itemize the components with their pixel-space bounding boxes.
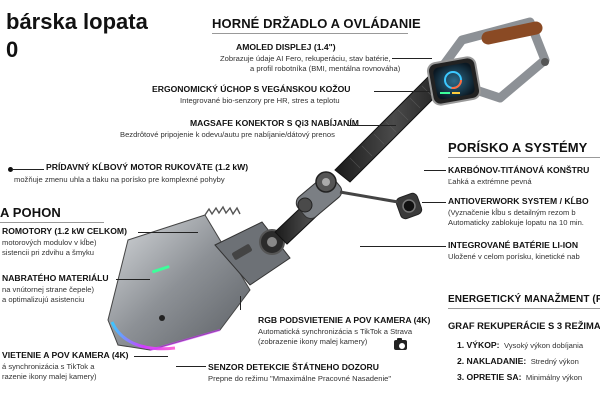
- recuperation-item-label: 2. NAKLADANIE:: [457, 356, 527, 366]
- section-drive-underline: [0, 222, 104, 223]
- recuperation-item-value: Minimálny výkon: [525, 373, 583, 382]
- amoled-leader: [392, 58, 432, 59]
- recuperation-item-label: 3. OPRETIE SA:: [457, 372, 522, 382]
- motor-desc: možňuje zmenu uhla a tlaku na porísko pr…: [14, 175, 225, 184]
- lightcam-desc-2: razenie ikony malej kamery): [2, 372, 97, 381]
- magsafe-heading: MAGSAFE KONEKTOR S Qi3 NABÍJANÍM: [190, 118, 359, 128]
- recuperation-item-3: 3. OPRETIE SA: Minimálny výkon: [457, 367, 582, 385]
- small-camera-icon: [394, 338, 407, 350]
- material-heading: NABRATÉHO MATERIÁLU: [2, 273, 109, 283]
- recuperation-heading: GRAF REKUPERÁCIE S 3 REŽIMA: [448, 320, 600, 331]
- promotory-desc-1: motorových modulov v kĺbe): [2, 238, 97, 247]
- page-title-line1: bárska lopata: [6, 9, 148, 34]
- grip-heading: ERGONOMICKÝ ÚCHOP S VEGÁNSKOU KOŽOU: [152, 84, 351, 94]
- joint-knuckle: [295, 171, 343, 219]
- recuperation-item-label: 1. VÝKOP:: [457, 340, 500, 350]
- amoled-desc-1: Zobrazuje údaje AI Fero, rekuperáciu, st…: [220, 54, 391, 63]
- section-handle-heading: HORNÉ DRŽADLO A OVLÁDANIE: [212, 16, 421, 31]
- section-drive-heading: A POHON: [0, 205, 61, 220]
- section-energy-heading: ENERGETICKÝ MANAŽMENT (FU: [448, 294, 600, 305]
- antioverwork-desc-1: (Vyznačenie kĺbu s detailným rezom b: [448, 208, 576, 217]
- magsafe-desc: Bezdrôtové pripojenie k odevu/autu pre n…: [120, 130, 335, 139]
- material-leader: [116, 279, 150, 280]
- shovel-blade: [107, 205, 251, 351]
- promotory-leader: [138, 232, 198, 233]
- promotory-desc-2: sistencii pri zdvihu a šmyku: [2, 248, 95, 257]
- amoled-display-illustration: [426, 56, 482, 106]
- lightcam-heading: VIETENIE A POV KAMERA (4K): [2, 350, 129, 360]
- material-desc-1: na vnútornej strane čepele): [2, 285, 95, 294]
- grip-leader: [374, 91, 430, 92]
- sensor-leader: [176, 366, 206, 367]
- amoled-heading: AMOLED DISPLEJ (1.4"): [236, 42, 336, 52]
- lightcam-desc-1: á synchronizácia s TikTok a: [2, 362, 95, 371]
- sensor-desc: Prepne do režimu "Mmaximálne Pracovné Na…: [208, 374, 392, 383]
- battery-heading: INTEGROVANÉ BATÉRIE LI-ION: [448, 240, 579, 250]
- rgb-desc-1: Automatická synchronizácia s TikTok a St…: [258, 327, 413, 336]
- grip-desc: Integrované bio-senzory pre HR, stres a …: [180, 96, 340, 105]
- magsafe-leader: [348, 125, 396, 126]
- recuperation-item-value: Vysoký výkon dobíjania: [503, 341, 584, 350]
- rgb-leader: [240, 296, 241, 310]
- recuperation-item-2: 2. NAKLADANIE: Stredný výkon: [457, 351, 579, 369]
- battery-desc: Uložené v celom porísku, kinetické nab: [448, 252, 580, 261]
- carbon-heading: KARBÓNOV-TITÁNOVÁ KONŠTRU: [448, 165, 590, 175]
- blade-motor-housing: [214, 221, 291, 286]
- lightcam-leader: [134, 356, 168, 357]
- rgb-desc-2: (zobrazenie ikony malej kamery): [258, 337, 368, 346]
- motor-heading: PRÍDAVNÝ KĹBOVÝ MOTOR RUKOVÄTE (1.2 kW): [46, 162, 249, 172]
- amoled-desc-2: a profil robotníka (BMI, mentálna rovnov…: [250, 64, 401, 73]
- antioverwork-desc-2: Automaticky zablokuje lopatu na 10 min.: [448, 218, 584, 227]
- motor-leader: [12, 169, 44, 170]
- recuperation-item-1: 1. VÝKOP: Vysoký výkon dobíjania: [457, 335, 583, 353]
- rgb-heading: RGB PODSVIETENIE A POV KAMERA (4K): [258, 315, 431, 325]
- side-camera-module: [339, 190, 423, 220]
- antioverwork-heading: ANTIOVERWORK SYSTEM / KĹBO: [448, 196, 589, 206]
- carbon-desc: Ľahká a extrémne pevná: [448, 177, 532, 186]
- page-title-line2: 0: [6, 37, 19, 62]
- carbon-leader: [424, 170, 446, 171]
- battery-leader: [360, 246, 446, 247]
- section-shaft-underline: [448, 157, 600, 158]
- material-desc-2: a optimalizujú asistenciu: [2, 295, 85, 304]
- section-handle-underline: [212, 33, 408, 34]
- promotory-heading: ROMOTORY (1.2 kW CELKOM): [2, 226, 127, 236]
- sensor-heading: SENZOR DETEKCIE ŠTÁTNEHO DOZORU: [208, 362, 379, 372]
- recuperation-item-value: Stredný výkon: [530, 357, 579, 366]
- motor-dot: [8, 167, 13, 172]
- section-shaft-heading: PORÍSKO A SYSTÉMY: [448, 140, 588, 155]
- section-energy-underline: [448, 308, 600, 309]
- antioverwork-leader: [422, 202, 446, 203]
